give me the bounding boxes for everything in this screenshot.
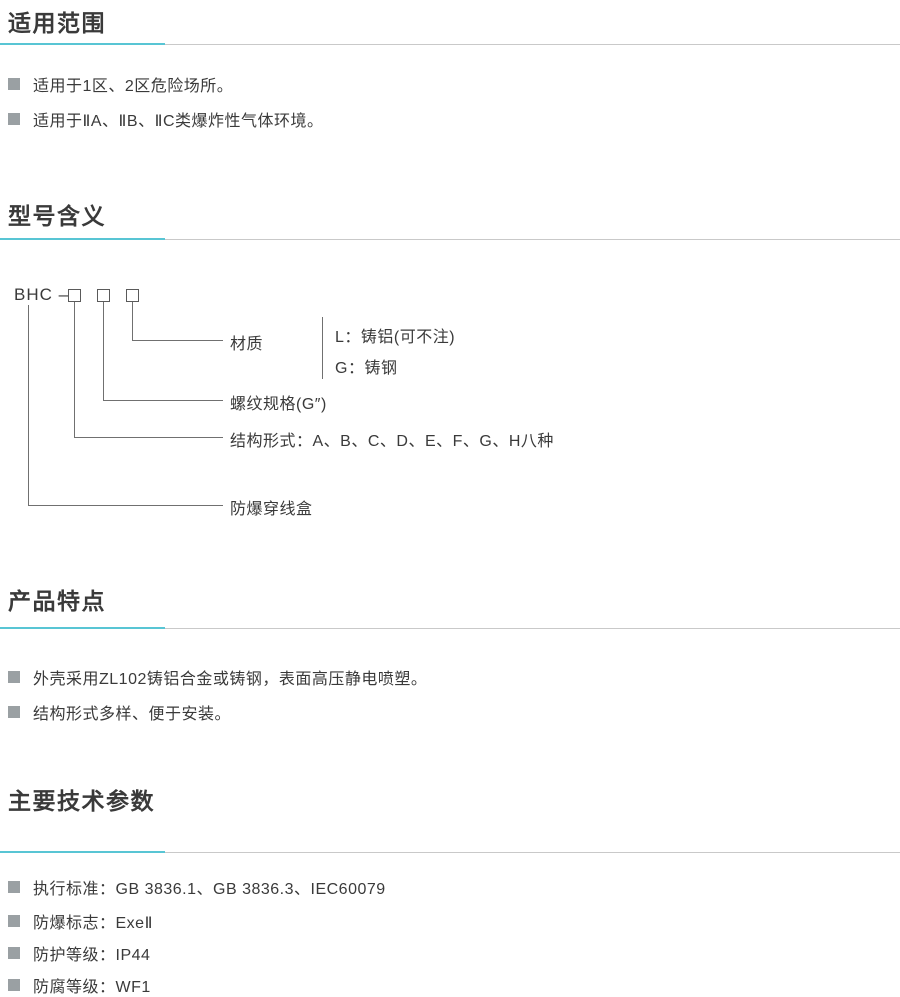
material-option-steel: G：铸钢: [335, 360, 398, 377]
list-item: 适用于1区、2区危险场所。: [8, 74, 234, 95]
section-rule-scope: [0, 43, 900, 45]
scope-item-text: 适用于ⅡA、ⅡB、ⅡC类爆炸性气体环境。: [33, 113, 324, 130]
material-label: 材质: [230, 336, 264, 353]
feature-item-text: 结构形式多样、便于安装。: [33, 706, 232, 723]
scope-item-text: 适用于1区、2区危险场所。: [33, 78, 234, 95]
section-title-params: 主要技术参数: [8, 788, 155, 814]
structure-type-label: 结构形式：A、B、C、D、E、F、G、H八种: [230, 433, 554, 450]
feature-item-text: 外壳采用ZL102铸铝合金或铸钢，表面高压静电喷塑。: [33, 671, 428, 688]
diagram-line-material-vertical: [132, 302, 133, 340]
diagram-line-thread-horizontal: [103, 400, 223, 401]
material-option-aluminum: L：铸铝(可不注): [335, 329, 456, 346]
section-rule-features: [0, 627, 900, 629]
model-placeholder-box-1: [68, 289, 81, 302]
list-item: 防护等级：IP44: [8, 943, 151, 964]
param-item-text: 防爆标志：ExeⅡ: [33, 915, 153, 932]
thread-spec-label: 螺纹规格(G″): [230, 396, 327, 413]
param-item-text: 防腐等级：WF1: [33, 979, 151, 996]
list-item: 防腐等级：WF1: [8, 975, 151, 996]
diagram-line-thread-vertical: [103, 302, 104, 400]
diagram-line-product-vertical: [28, 305, 29, 505]
list-item: 执行标准：GB 3836.1、GB 3836.3、IEC60079: [8, 877, 386, 898]
bullet-square-icon: [8, 671, 20, 683]
list-item: 防爆标志：ExeⅡ: [8, 911, 153, 932]
section-title-features: 产品特点: [8, 588, 106, 614]
bullet-square-icon: [8, 915, 20, 927]
model-placeholder-box-3: [126, 289, 139, 302]
product-name-label: 防爆穿线盒: [230, 501, 313, 518]
bullet-square-icon: [8, 979, 20, 991]
bullet-square-icon: [8, 947, 20, 959]
bullet-square-icon: [8, 706, 20, 718]
accent-underline: [0, 851, 165, 853]
model-placeholder-box-2: [97, 289, 110, 302]
section-rule-model: [0, 238, 900, 240]
section-title-model: 型号含义: [8, 203, 106, 229]
section-rule-params: [0, 851, 900, 853]
bullet-square-icon: [8, 881, 20, 893]
diagram-line-product-horizontal: [28, 505, 223, 506]
material-options-bracket: [322, 317, 323, 379]
bullet-square-icon: [8, 78, 20, 90]
param-item-text: 防护等级：IP44: [33, 947, 151, 964]
diagram-line-structure-horizontal: [74, 437, 223, 438]
diagram-line-material-horizontal: [132, 340, 223, 341]
bullet-square-icon: [8, 113, 20, 125]
list-item: 外壳采用ZL102铸铝合金或铸钢，表面高压静电喷塑。: [8, 667, 428, 688]
param-item-text: 执行标准：GB 3836.1、GB 3836.3、IEC60079: [33, 881, 386, 898]
accent-underline: [0, 43, 165, 45]
accent-underline: [0, 238, 165, 240]
model-code-prefix: BHC –: [14, 285, 70, 304]
list-item: 结构形式多样、便于安装。: [8, 702, 232, 723]
accent-underline: [0, 627, 165, 629]
list-item: 适用于ⅡA、ⅡB、ⅡC类爆炸性气体环境。: [8, 109, 324, 130]
diagram-line-structure-vertical: [74, 302, 75, 437]
section-title-scope: 适用范围: [8, 10, 106, 36]
